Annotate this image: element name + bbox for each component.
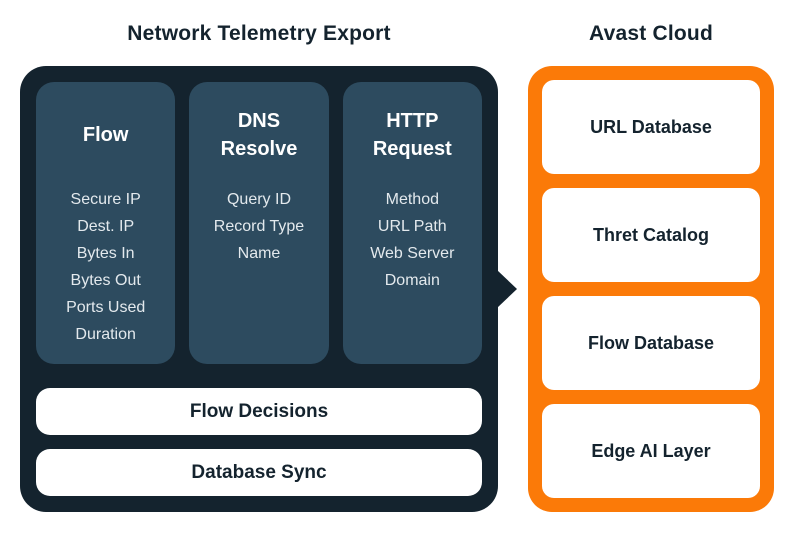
right-arrow-icon (497, 270, 517, 308)
list-item: URL Path (377, 218, 447, 235)
http-request-card-header: HTTP Request (372, 110, 452, 160)
right-panel-title: Avast Cloud (589, 22, 713, 45)
list-item: Name (237, 245, 281, 262)
list-item: Record Type (213, 218, 305, 235)
dns-resolve-card: DNS Resolve Query ID Record Type Name (189, 82, 329, 364)
list-item: Dest. IP (77, 218, 135, 235)
list-item: Duration (75, 326, 136, 343)
dns-resolve-card-header: DNS Resolve (220, 110, 298, 160)
flow-database-card: Flow Database (542, 296, 760, 390)
list-item: Method (385, 191, 439, 208)
database-sync-bar: Database Sync (36, 449, 482, 496)
network-telemetry-panel: Flow Secure IP Dest. IP Bytes In Bytes O… (20, 66, 517, 512)
list-item: Bytes In (76, 245, 135, 262)
left-panel-title: Network Telemetry Export (127, 22, 391, 45)
list-item: Ports Used (66, 299, 146, 316)
list-item: Bytes Out (70, 272, 141, 289)
telemetry-columns: Flow Secure IP Dest. IP Bytes In Bytes O… (36, 82, 482, 364)
edge-ai-layer-card: Edge AI Layer (542, 404, 760, 498)
thret-catalog-card: Thret Catalog (542, 188, 760, 282)
list-item: Query ID (226, 191, 291, 208)
url-database-card: URL Database (542, 80, 760, 174)
flow-card-items: Secure IP Dest. IP Bytes In Bytes Out Po… (66, 186, 145, 348)
flow-decisions-bar: Flow Decisions (36, 388, 482, 435)
http-request-card-items: Method URL Path Web Server Domain (353, 186, 471, 294)
dns-resolve-card-items: Query ID Record Type Name (214, 186, 304, 267)
list-item: Web Server Domain (370, 245, 455, 289)
flow-card: Flow Secure IP Dest. IP Bytes In Bytes O… (36, 82, 176, 364)
avast-cloud-panel: URL Database Thret Catalog Flow Database… (528, 66, 774, 512)
flow-card-header: Flow (82, 124, 129, 146)
http-request-card: HTTP Request Method URL Path Web Server … (342, 82, 482, 364)
list-item: Secure IP (70, 191, 141, 208)
